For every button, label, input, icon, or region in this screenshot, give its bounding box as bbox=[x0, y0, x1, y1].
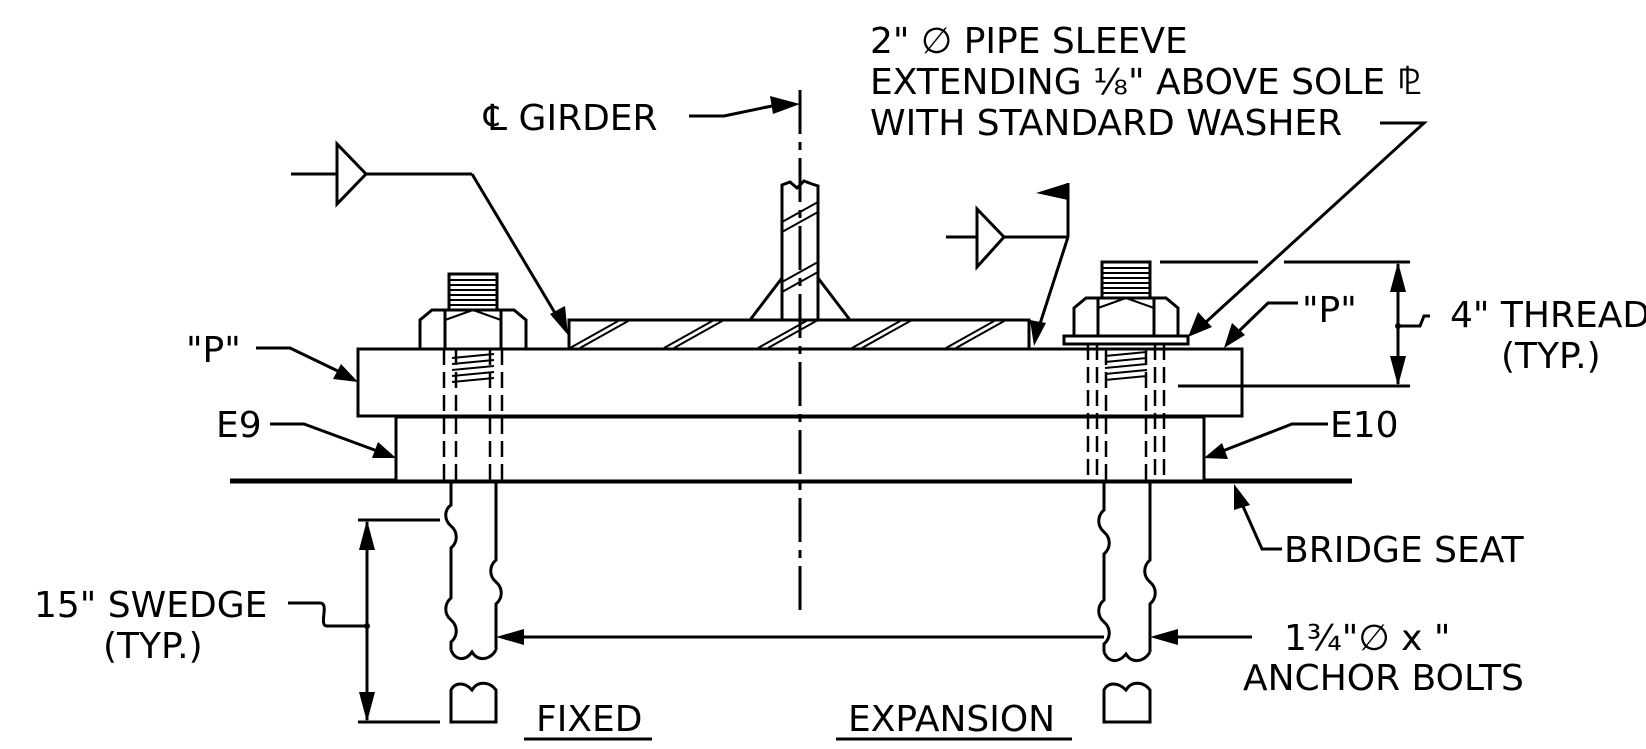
thread-dimension bbox=[1160, 260, 1430, 388]
thread-label-line2: (TYP.) bbox=[1501, 336, 1601, 377]
field-fillet-weld-symbol bbox=[946, 183, 1070, 346]
anchor-bolt-leader bbox=[496, 629, 1252, 645]
e10-leader bbox=[1219, 422, 1328, 454]
p-left-label: "P" bbox=[186, 330, 241, 371]
pipe-sleeve-label-line1: 2" ∅ PIPE SLEEVE bbox=[870, 21, 1188, 62]
anchor-bolt-label-line2: ANCHOR BOLTS bbox=[1243, 658, 1524, 699]
pipe-sleeve-leader bbox=[1204, 121, 1428, 324]
pipe-sleeve-label-line2: EXTENDING ⅛" ABOVE SOLE ⅊ bbox=[870, 62, 1421, 103]
girder-centerline-leader bbox=[689, 104, 773, 118]
p-right-leader bbox=[1234, 301, 1298, 336]
bridge-seat-leader bbox=[1240, 503, 1282, 551]
expansion-view-title: EXPANSION bbox=[848, 699, 1055, 740]
swedge-label-line2: (TYP.) bbox=[103, 626, 203, 667]
swedge-dimension bbox=[288, 518, 440, 724]
bridge-seat-label: BRIDGE SEAT bbox=[1284, 530, 1525, 571]
expansion-anchor-bolt bbox=[1062, 260, 1190, 724]
fixed-anchor-bolt bbox=[418, 272, 528, 724]
anchor-bolt-label-line1: 1¾"∅ x " bbox=[1284, 618, 1450, 659]
centerline-girder-label: ℄ GIRDER bbox=[483, 98, 658, 139]
swedge-label-line1: 15" SWEDGE bbox=[34, 585, 267, 626]
p-right-label: "P" bbox=[1302, 290, 1357, 331]
fixed-view-title: FIXED bbox=[536, 699, 642, 740]
p-left-leader bbox=[256, 346, 345, 376]
e9-leader bbox=[270, 422, 381, 454]
pipe-sleeve-label-line3: WITH STANDARD WASHER bbox=[870, 103, 1342, 144]
e10-label: E10 bbox=[1330, 405, 1399, 446]
thread-label-line1: 4" THREAD bbox=[1450, 295, 1646, 336]
fillet-weld-symbol bbox=[291, 140, 568, 335]
e9-label: E9 bbox=[216, 405, 262, 446]
